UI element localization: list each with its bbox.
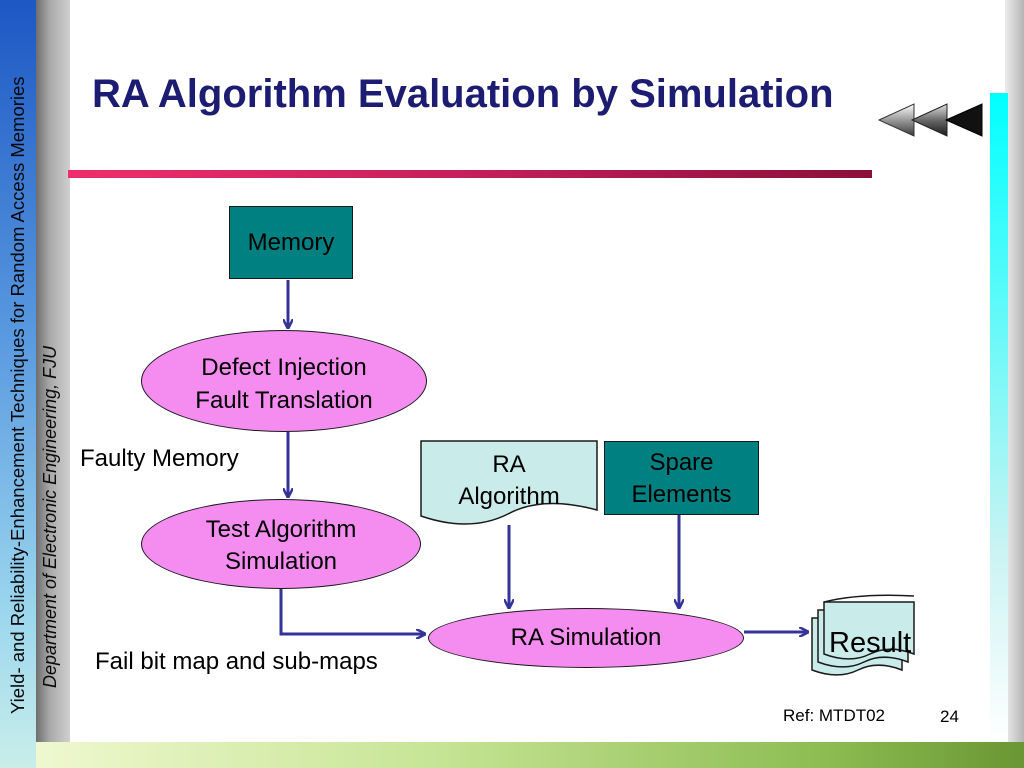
result-multidocument-shape bbox=[811, 594, 915, 676]
ra-algorithm-document-shape bbox=[420, 440, 598, 525]
test-algorithm-ellipse: Test Algorithm Simulation bbox=[141, 499, 421, 589]
memory-label: Memory bbox=[247, 229, 335, 256]
page-number: 24 bbox=[940, 707, 959, 726]
fail-bit-map-label: Fail bit map and sub-maps bbox=[95, 648, 378, 675]
spare-label: Spare bbox=[649, 449, 714, 476]
right-gray-bar bbox=[1005, 0, 1024, 742]
ra-simulation-ellipse: RA Simulation bbox=[428, 608, 744, 668]
algorithm-label: Algorithm bbox=[458, 483, 560, 510]
left-gradient-bar bbox=[0, 0, 36, 768]
arrow-test-to-ra-simulation bbox=[279, 588, 425, 634]
memory-box: Memory bbox=[229, 206, 353, 279]
defect-injection-ellipse: Defect Injection Fault Translation bbox=[141, 330, 427, 432]
elements-label: Elements bbox=[631, 481, 732, 508]
defect-injection-label: Defect Injection bbox=[201, 354, 367, 381]
title-underline bbox=[68, 170, 872, 178]
result-label: Result bbox=[829, 627, 912, 659]
fault-translation-label: Fault Translation bbox=[195, 387, 373, 414]
rewind-navigation-icon[interactable] bbox=[876, 100, 986, 140]
slide-title: RA Algorithm Evaluation by Simulation bbox=[92, 72, 834, 116]
right-cyan-bar bbox=[990, 93, 1008, 742]
ra-label: RA bbox=[492, 451, 526, 478]
simulation-label: Simulation bbox=[224, 548, 338, 575]
test-algorithm-label: Test Algorithm bbox=[205, 516, 357, 543]
spare-elements-box: Spare Elements bbox=[604, 441, 759, 515]
bottom-green-bar bbox=[36, 742, 1024, 768]
ra-simulation-label: RA Simulation bbox=[510, 624, 662, 651]
left-gray-bar bbox=[36, 0, 70, 742]
reference-label: Ref: MTDT02 bbox=[783, 706, 886, 725]
faulty-memory-label: Faulty Memory bbox=[80, 445, 239, 472]
ra-algorithm-text: RA Algorithm bbox=[420, 449, 598, 513]
